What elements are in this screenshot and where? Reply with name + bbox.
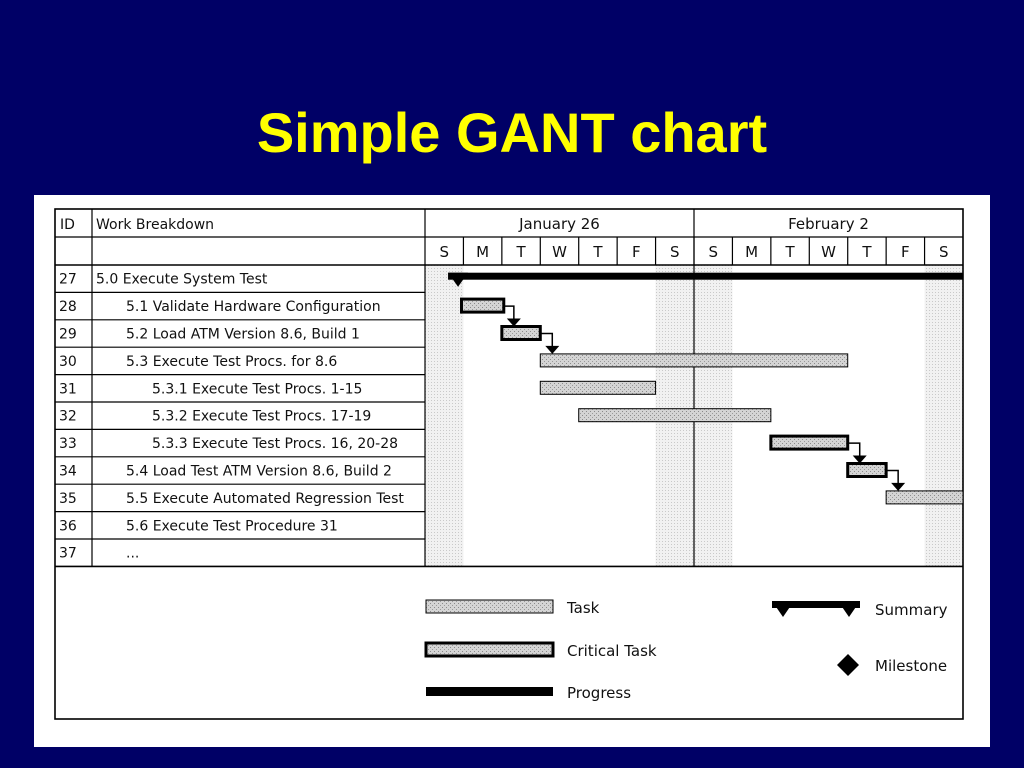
task-bar <box>578 408 772 423</box>
dependency-arrowhead <box>545 345 560 354</box>
legend-summary-marker-right <box>838 601 860 617</box>
legend-milestone-label: Milestone <box>875 657 947 675</box>
day-label: T <box>861 243 872 261</box>
task-name: ... <box>126 546 139 562</box>
task-name: 5.2 Load ATM Version 8.6, Build 1 <box>126 327 360 343</box>
task-name: 5.1 Validate Hardware Configuration <box>126 299 381 315</box>
task-name: 5.3.2 Execute Test Procs. 17-19 <box>152 409 371 425</box>
dependency-arrowhead <box>506 318 521 327</box>
task-id: 36 <box>59 518 77 534</box>
legend-summary-swatch <box>772 601 860 608</box>
gantt-chart: ID Work Breakdown January 26 February 2 S M T W… <box>54 208 964 720</box>
task-bar <box>885 490 964 505</box>
day-label: F <box>901 243 910 261</box>
task-name: 5.3.1 Execute Test Procs. 1-15 <box>152 381 362 397</box>
day-label: W <box>821 243 836 261</box>
week-label: January 26 <box>518 215 600 233</box>
task-id: 29 <box>59 327 77 343</box>
chart-border <box>54 208 964 720</box>
task-name: 5.0 Execute System Test <box>96 272 268 288</box>
slide-title: Simple GANT chart <box>256 101 768 164</box>
task-name: 5.6 Execute Test Procedure 31 <box>126 518 338 534</box>
day-label: T <box>515 243 526 261</box>
legend-progress-swatch <box>426 687 553 696</box>
day-label: S <box>670 243 680 261</box>
task-bar <box>539 380 657 395</box>
dependency-line <box>886 469 899 484</box>
legend-critical-swatch <box>424 641 555 658</box>
day-label: M <box>476 243 489 261</box>
day-label: T <box>592 243 603 261</box>
task-id: 27 <box>59 272 77 288</box>
weekend-shade <box>425 265 464 567</box>
day-label: S <box>439 243 449 261</box>
task-name: 5.4 Load Test ATM Version 8.6, Build 2 <box>126 464 392 480</box>
work-column-header: Work Breakdown <box>96 217 214 233</box>
critical-task-bar <box>769 434 850 451</box>
dependency-line <box>847 442 861 457</box>
gantt-chart-panel: ID Work Breakdown January 26 February 2 S M T W… <box>34 195 990 747</box>
legend-task-swatch <box>425 599 554 614</box>
task-id: 32 <box>59 409 77 425</box>
legend-task-label: Task <box>566 599 600 617</box>
task-id: 34 <box>59 464 77 480</box>
task-id: 35 <box>59 491 77 507</box>
task-id: 31 <box>59 381 77 397</box>
dependency-arrowhead <box>852 455 867 464</box>
critical-task-bar <box>500 325 542 341</box>
critical-task-bar <box>846 462 888 478</box>
summary-bar-end-marker <box>448 272 469 287</box>
weekend-shade <box>924 265 963 567</box>
critical-task-bar <box>460 297 506 314</box>
day-label: W <box>552 243 567 261</box>
task-bar <box>539 353 849 368</box>
day-label: T <box>784 243 795 261</box>
day-label: M <box>745 243 758 261</box>
task-id: 33 <box>59 436 77 452</box>
task-name: 5.3 Execute Test Procs. for 8.6 <box>126 354 337 370</box>
task-name: 5.5 Execute Automated Regression Test <box>126 491 404 507</box>
task-id: 28 <box>59 299 77 315</box>
summary-bar <box>448 272 963 280</box>
task-name: 5.3.3 Execute Test Procs. 16, 20-28 <box>152 436 398 452</box>
legend-critical-label: Critical Task <box>567 642 657 660</box>
legend-summary-marker-left <box>772 601 794 617</box>
dependency-line <box>503 305 515 320</box>
dependency-arrowhead <box>891 482 906 491</box>
task-id: 37 <box>59 546 77 562</box>
id-column-header: ID <box>60 217 75 233</box>
dependency-line <box>540 332 554 347</box>
legend-milestone-swatch <box>837 654 859 676</box>
day-label: S <box>708 243 718 261</box>
day-label: F <box>632 243 641 261</box>
legend-progress-label: Progress <box>567 684 631 702</box>
week-label: February 2 <box>788 215 869 233</box>
legend-summary-label: Summary <box>875 601 948 619</box>
task-id: 30 <box>59 354 77 370</box>
day-label: S <box>939 243 949 261</box>
